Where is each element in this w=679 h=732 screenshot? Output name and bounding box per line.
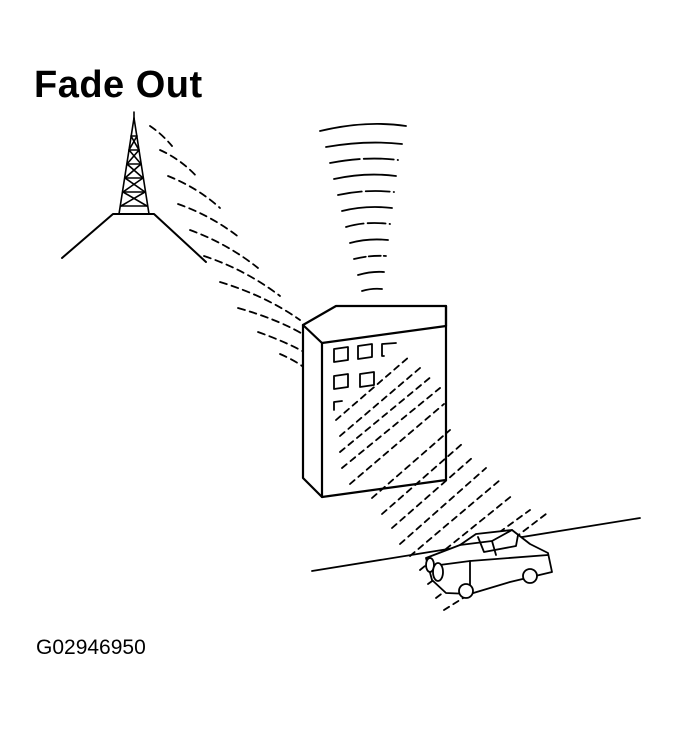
reflected-waves (319, 123, 407, 292)
figure-code: G02946950 (36, 636, 146, 659)
broadcast-waves (149, 125, 307, 367)
car-icon (425, 529, 553, 599)
hill (61, 213, 207, 263)
building-icon (301, 304, 448, 499)
radio-tower-icon (118, 111, 150, 215)
diagram-title: Fade Out (34, 64, 203, 106)
